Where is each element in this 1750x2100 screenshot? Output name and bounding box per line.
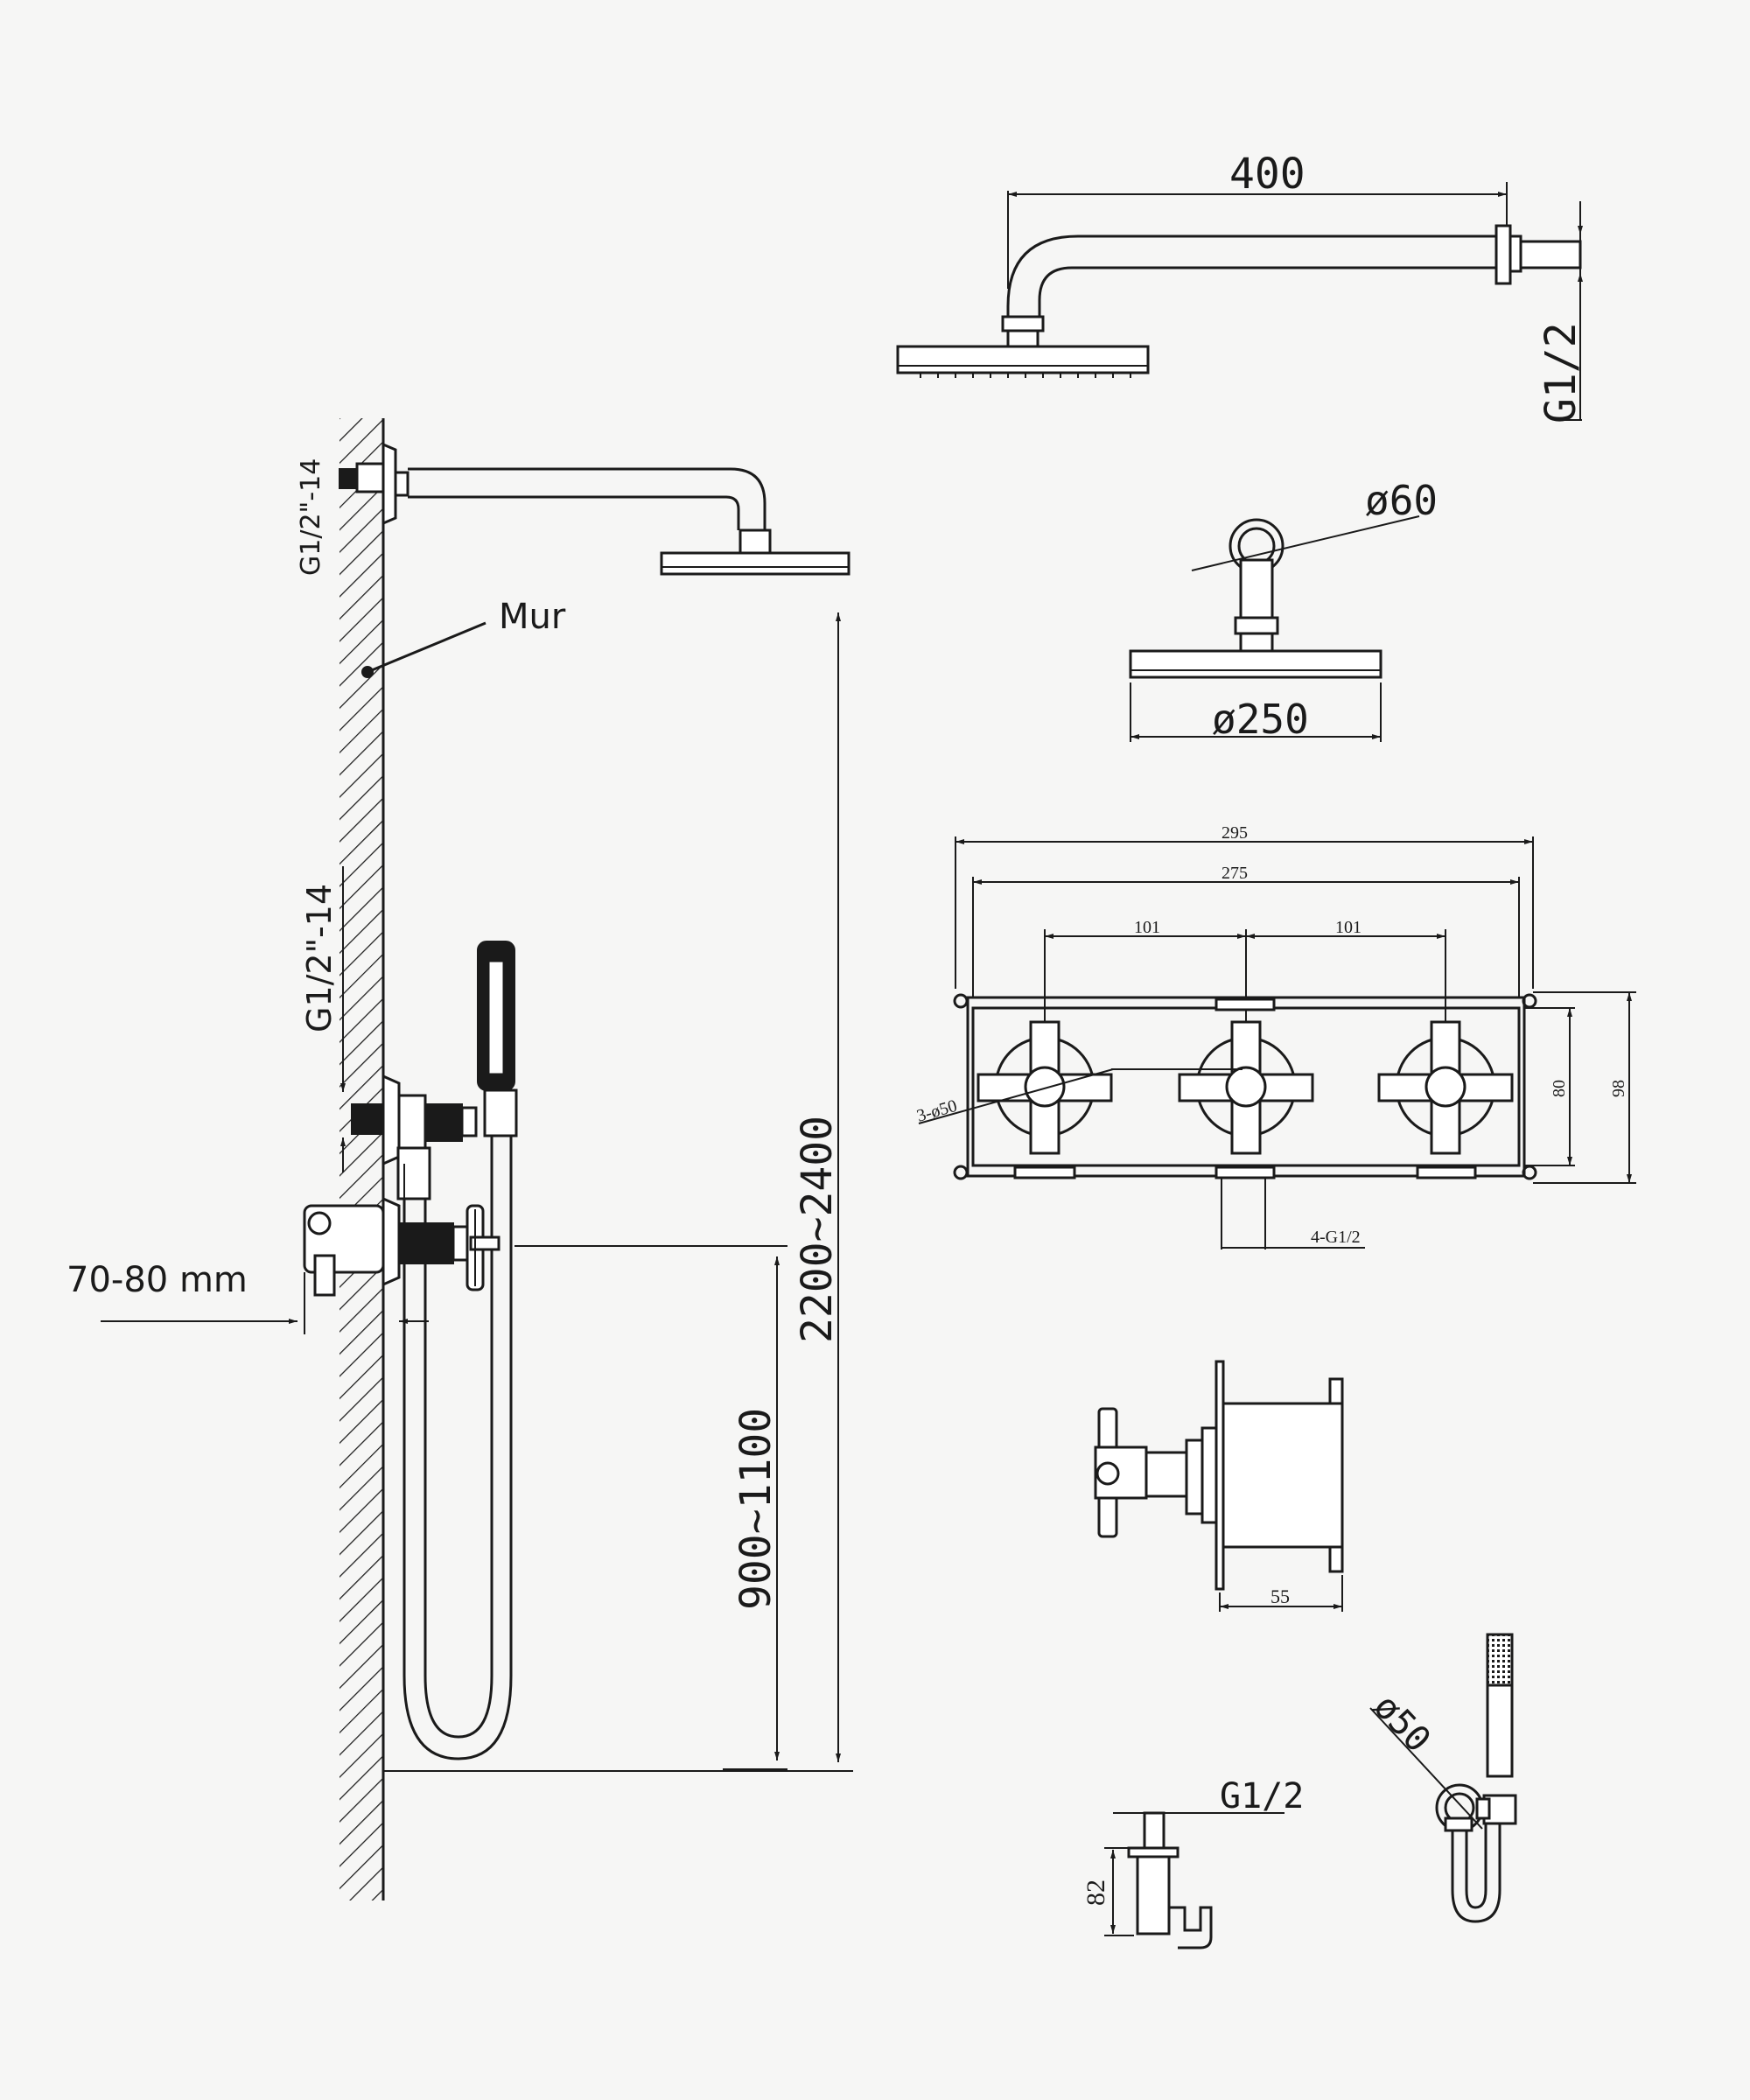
valve-side: 55 — [1094, 1360, 1344, 1612]
outlet-body — [1136, 1855, 1171, 1936]
flange-diameter-label: ø60 — [1365, 477, 1438, 524]
valve-spacing-right: 101 — [1335, 918, 1362, 937]
valve-depth-label: 55 — [1270, 1586, 1290, 1607]
outlet-view: G1/2 82 — [1082, 1776, 1304, 1950]
valve-front: 295 275 101 101 4-G1/2 — [914, 823, 1636, 1250]
shower-head-top — [896, 345, 1150, 374]
valve-height-80: 80 — [1550, 1080, 1569, 1097]
height-head-label: 2200~2400 — [793, 1116, 842, 1343]
valve-outlets-label: 4-G1/2 — [1311, 1228, 1361, 1247]
valve-width-295: 295 — [1222, 823, 1248, 843]
valve-spacing-left: 101 — [1134, 918, 1160, 937]
arm-length-label: 400 — [1229, 150, 1306, 199]
thread-top-label: G1/2"-14 — [296, 458, 326, 576]
hose-front — [1451, 1824, 1502, 1923]
height-mixer-label: 900~1100 — [732, 1408, 780, 1610]
hose-side — [402, 1111, 513, 1760]
shower-head-side — [660, 551, 850, 576]
handshower-diameter-label: ø50 — [1366, 1686, 1438, 1760]
valve-width-275: 275 — [1222, 864, 1248, 883]
valve-side-body — [1222, 1402, 1344, 1549]
outlet-thread-label: G1/2 — [1220, 1776, 1304, 1816]
valve-height-98: 98 — [1609, 1080, 1628, 1097]
wall-hatch — [340, 418, 383, 1900]
head-view: ø60 ø250 — [1129, 477, 1438, 743]
arm-view: 400 G1/2 — [896, 150, 1586, 424]
shower-head-front — [1129, 649, 1382, 679]
wall-leader — [367, 621, 486, 674]
arm-thread-label: G1/2 — [1536, 322, 1586, 424]
hand-shower-front — [1486, 1633, 1514, 1687]
valve-handle-center — [1178, 1020, 1314, 1155]
head-diameter-label: ø250 — [1212, 696, 1309, 743]
side-elevation: Mur G1/2"-14 — [66, 418, 853, 1900]
wall-label: Mur — [499, 597, 566, 637]
thread-mid-label: G1/2"-14 — [300, 884, 339, 1032]
outlet-height-label: 82 — [1082, 1880, 1110, 1906]
depth-label: 70-80 mm — [66, 1260, 248, 1300]
valve-handle-right — [1377, 1020, 1514, 1155]
shower-arm-side — [408, 467, 766, 530]
shower-arm-top — [1006, 234, 1498, 317]
handle-diameter-label: 3-ø50 — [914, 1096, 959, 1126]
handshower-view: ø50 — [1366, 1633, 1517, 1923]
